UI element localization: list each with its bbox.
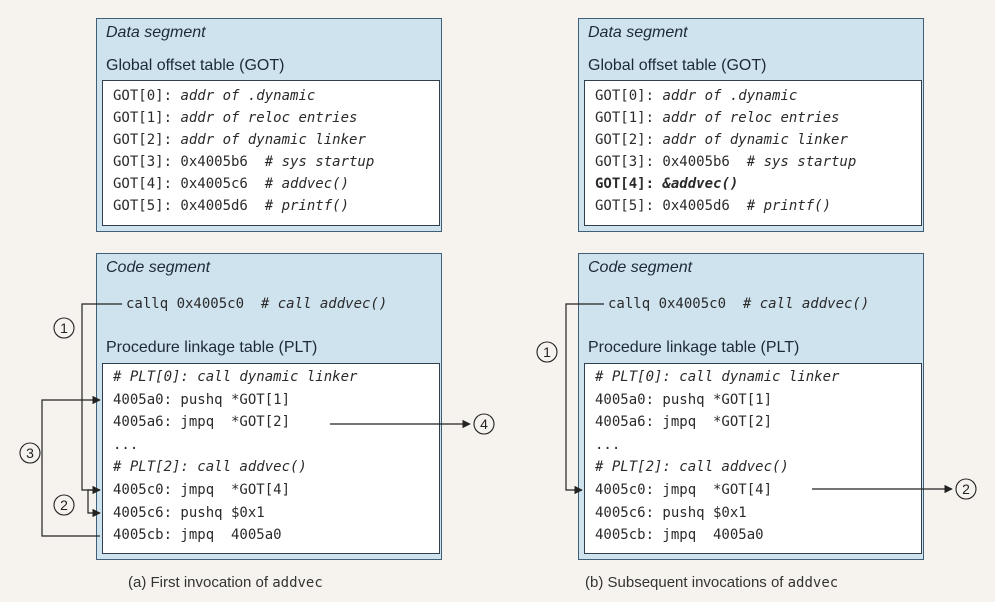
left-caption: (a) First invocation of addvec bbox=[128, 574, 323, 591]
plt-line: ... bbox=[113, 436, 139, 453]
plt-line: 4005cb: jmpq 4005a0 bbox=[595, 527, 764, 544]
plt-line: 4005a0: pushq *GOT[1] bbox=[595, 391, 773, 408]
got-entry: GOT[2]: addr of dynamic linker bbox=[113, 132, 366, 148]
left-marker-1-label: 1 bbox=[60, 320, 68, 336]
plt-line: # PLT[0]: call dynamic linker bbox=[113, 369, 358, 385]
right-code-segment-title: Code segment bbox=[588, 259, 693, 276]
left-arrow-3 bbox=[41, 395, 101, 537]
plt-line: # PLT[2]: call addvec() bbox=[113, 459, 307, 476]
plt-line: 4005c0: jmpq *GOT[4] bbox=[113, 482, 291, 498]
plt-line: 4005a0: pushq *GOT[1] bbox=[113, 391, 291, 408]
right-arrow-1 bbox=[565, 303, 604, 495]
right-got-title: Global offset table (GOT) bbox=[588, 57, 767, 74]
plt-line: 4005a6: jmpq *GOT[2] bbox=[595, 414, 773, 431]
plt-line: 4005c6: pushq $0x1 bbox=[595, 504, 747, 521]
right-plt-table: # PLT[0]: call dynamic linker 4005a0: pus… bbox=[584, 363, 922, 554]
plt-line: 4005c0: jmpq *GOT[4] bbox=[595, 482, 773, 498]
left-marker-4 bbox=[473, 413, 495, 435]
got-entry: GOT[4]: &addvec() bbox=[595, 176, 739, 192]
plt-line: # PLT[0]: call dynamic linker bbox=[595, 369, 840, 385]
got-entry: GOT[3]: 0x4005b6 # sys startup bbox=[595, 154, 857, 170]
right-plt-title: Procedure linkage table (PLT) bbox=[588, 339, 800, 356]
right-marker-2 bbox=[955, 478, 977, 500]
left-plt-title: Procedure linkage table (PLT) bbox=[106, 339, 318, 356]
right-data-segment-title: Data segment bbox=[588, 24, 688, 41]
right-marker-1-label: 1 bbox=[543, 344, 551, 360]
right-marker-2-label: 2 bbox=[962, 481, 970, 497]
left-code-segment-title: Code segment bbox=[106, 259, 211, 276]
plt-line: ... bbox=[595, 436, 621, 453]
got-entry: GOT[1]: addr of reloc entries bbox=[113, 110, 358, 126]
plt-line: 4005a6: jmpq *GOT[2] bbox=[113, 414, 291, 431]
got-entry: GOT[4]: 0x4005c6 # addvec() bbox=[113, 176, 350, 192]
got-entry: GOT[0]: addr of .dynamic bbox=[595, 88, 798, 104]
got-entry: GOT[2]: addr of dynamic linker bbox=[595, 132, 848, 148]
got-entry: GOT[3]: 0x4005b6 # sys startup bbox=[113, 154, 375, 170]
left-got-title: Global offset table (GOT) bbox=[106, 57, 285, 74]
plt-line: 4005c6: pushq $0x1 bbox=[113, 504, 265, 521]
plt-line: # PLT[2]: call addvec() bbox=[595, 459, 789, 476]
got-entry: GOT[0]: addr of .dynamic bbox=[113, 88, 316, 104]
left-marker-3-label: 3 bbox=[26, 445, 34, 461]
left-arrow-1 bbox=[81, 303, 122, 495]
left-marker-2 bbox=[53, 494, 75, 516]
right-callq-instruction: callq 0x4005c0 # call addvec() bbox=[608, 296, 870, 312]
left-marker-4-label: 4 bbox=[480, 416, 488, 432]
left-marker-1 bbox=[53, 317, 75, 339]
left-callq-instruction: callq 0x4005c0 # call addvec() bbox=[126, 296, 388, 312]
left-marker-3 bbox=[19, 442, 41, 464]
left-plt-table: # PLT[0]: call dynamic linker 4005a0: pus… bbox=[102, 363, 440, 554]
got-entry: GOT[1]: addr of reloc entries bbox=[595, 110, 840, 126]
plt-line: 4005cb: jmpq 4005a0 bbox=[113, 527, 282, 544]
got-entry: GOT[5]: 0x4005d6 # printf() bbox=[113, 198, 350, 214]
right-caption: (b) Subsequent invocations of addvec bbox=[585, 574, 839, 591]
left-arrow-2 bbox=[87, 489, 101, 518]
left-marker-2-label: 2 bbox=[60, 497, 68, 513]
left-data-segment-title: Data segment bbox=[106, 24, 206, 41]
got-entry: GOT[5]: 0x4005d6 # printf() bbox=[595, 198, 832, 214]
right-marker-1 bbox=[536, 341, 558, 363]
